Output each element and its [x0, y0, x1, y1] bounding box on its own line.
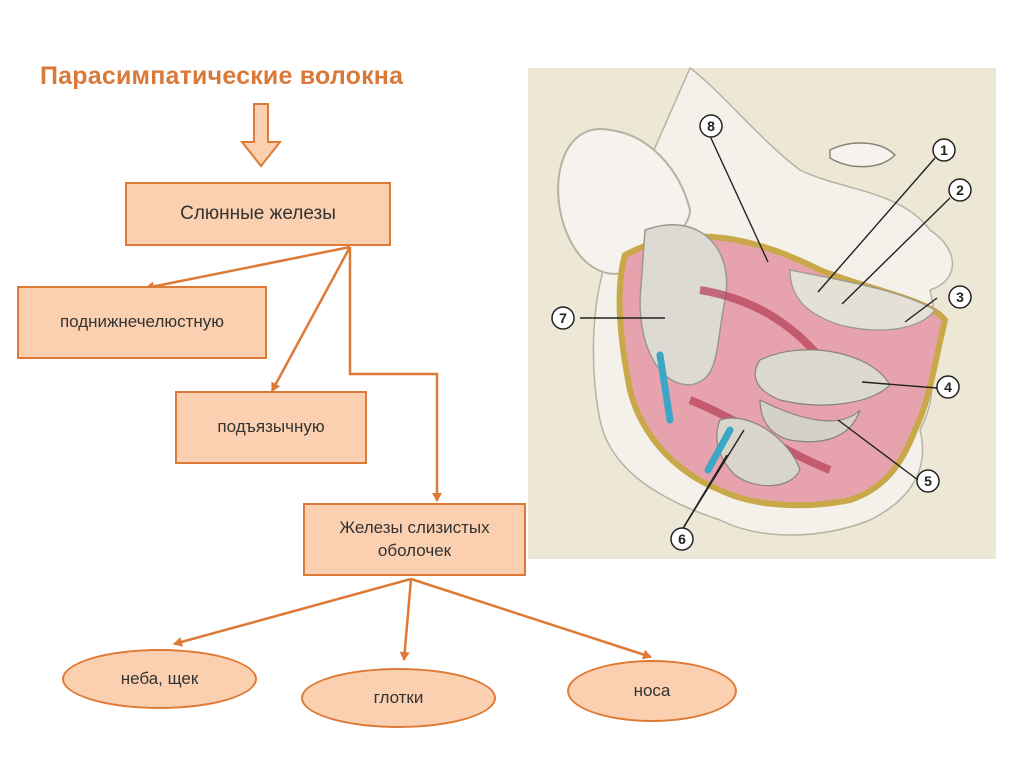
hollow-down-arrow-icon: [239, 103, 283, 168]
node-sublingual: подъязычную: [175, 391, 367, 464]
node-pharynx: глотки: [301, 668, 496, 728]
arrow-salivary-to-submandibular: [145, 245, 351, 292]
node-salivary-glands: Слюнные железы: [125, 182, 391, 246]
node-submandibular: поднижнечелюстную: [17, 286, 267, 359]
illustration-label: 5: [924, 473, 932, 489]
arrow-mucous-to-pharynx: [399, 578, 413, 661]
illustration-label: 4: [944, 379, 952, 395]
anatomy-illustration: 1 2 3 4 5 6 7 8: [528, 66, 996, 559]
node-mucous-glands: Железы слизистых оболочек: [303, 503, 526, 576]
illustration-label: 6: [678, 531, 686, 547]
illustration-label: 8: [707, 118, 715, 134]
illustration-label: 7: [559, 310, 567, 326]
node-palate-cheeks: неба, щек: [62, 649, 257, 709]
arrow-salivary-to-mucous: [348, 247, 442, 502]
arrow-mucous-to-nose: [410, 577, 652, 660]
illustration-label: 3: [956, 289, 964, 305]
node-nose: носа: [567, 660, 737, 722]
illustration-label: 1: [940, 142, 948, 158]
illustration-label: 2: [956, 182, 964, 198]
arrow-salivary-to-sublingual: [270, 246, 352, 392]
page-title: Парасимпатические волокна: [40, 62, 404, 90]
arrow-mucous-to-palate: [173, 577, 412, 647]
